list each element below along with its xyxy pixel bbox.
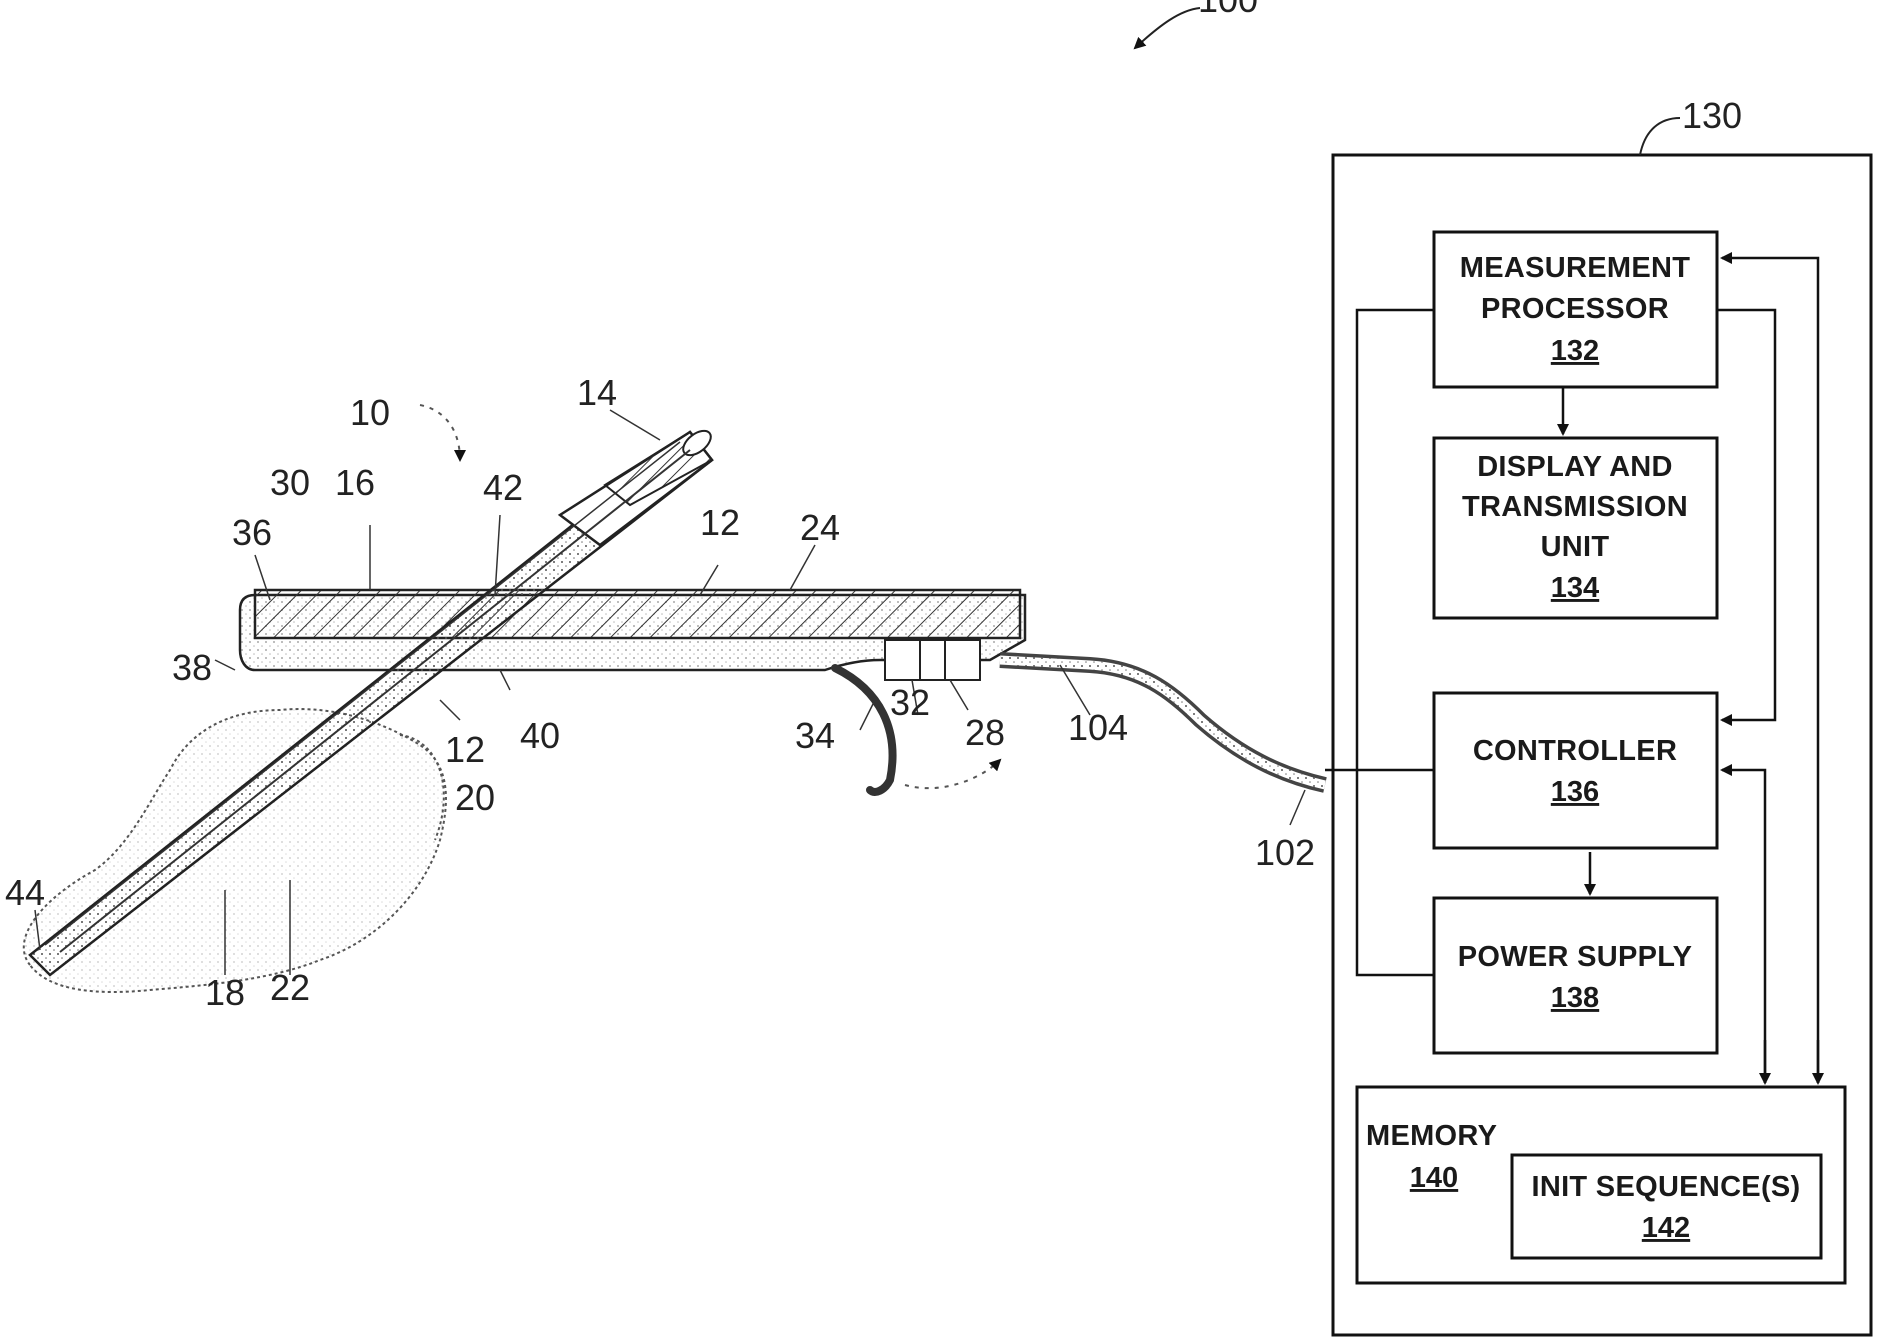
display-unit-line1: DISPLAY AND	[1477, 451, 1673, 483]
label-30: 30	[270, 462, 310, 503]
controller-unit: 130 MEASUREMENT PROCESSOR 132 DISPLAY AN…	[1325, 95, 1871, 1335]
label-34: 34	[795, 715, 835, 756]
measurement-processor-ref: 132	[1551, 335, 1599, 367]
label-104: 104	[1068, 707, 1128, 748]
label-10: 10	[350, 392, 390, 433]
probe-top-layer	[255, 590, 1020, 638]
controller-block: CONTROLLER 136	[1434, 693, 1717, 848]
label-14: 14	[577, 372, 617, 413]
label-38: 38	[172, 647, 212, 688]
power-supply-line1: POWER SUPPLY	[1458, 941, 1693, 973]
device-illustration: 10 14 30 16 42 12 24 36 38 40 12 20 34 3…	[5, 372, 1325, 1013]
memory-line1: MEMORY	[1366, 1120, 1497, 1152]
system-reference: 100	[1135, 0, 1258, 48]
catheter-hook	[835, 668, 893, 792]
display-transmission-block: DISPLAY AND TRANSMISSION UNIT 134	[1434, 438, 1717, 618]
power-supply-ref: 138	[1551, 982, 1599, 1014]
memory-block: MEMORY 140 INIT SEQUENCE(S) 142	[1357, 1087, 1845, 1283]
measurement-processor-line2: PROCESSOR	[1481, 293, 1669, 325]
display-unit-line3: UNIT	[1541, 531, 1610, 563]
controller-line1: CONTROLLER	[1473, 735, 1677, 767]
init-sequence-line1: INIT SEQUENCE(S)	[1531, 1171, 1800, 1203]
label-20: 20	[455, 777, 495, 818]
label-24: 24	[800, 507, 840, 548]
label-32: 32	[890, 682, 930, 723]
measurement-processor-line1: MEASUREMENT	[1460, 252, 1690, 284]
controller-unit-ref-label: 130	[1682, 95, 1742, 136]
label-28: 28	[965, 712, 1005, 753]
label-36: 36	[232, 512, 272, 553]
tissue-outline	[24, 709, 446, 992]
system-ref-label: 100	[1198, 0, 1258, 20]
measurement-processor-block: MEASUREMENT PROCESSOR 132	[1434, 232, 1717, 387]
display-unit-ref: 134	[1551, 572, 1599, 604]
display-unit-line2: TRANSMISSION	[1462, 491, 1688, 523]
init-sequence-block: INIT SEQUENCE(S) 142	[1512, 1155, 1821, 1258]
label-22: 22	[270, 967, 310, 1008]
label-16: 16	[335, 462, 375, 503]
controller-ref: 136	[1551, 776, 1599, 808]
label-12-top: 12	[700, 502, 740, 543]
memory-ref: 140	[1410, 1162, 1458, 1194]
label-42: 42	[483, 467, 523, 508]
label-102: 102	[1255, 832, 1315, 873]
label-44: 44	[5, 872, 45, 913]
init-sequence-ref: 142	[1642, 1212, 1690, 1244]
label-12-mid: 12	[445, 729, 485, 770]
label-18: 18	[205, 972, 245, 1013]
power-supply-block: POWER SUPPLY 138	[1434, 898, 1717, 1053]
label-40: 40	[520, 715, 560, 756]
